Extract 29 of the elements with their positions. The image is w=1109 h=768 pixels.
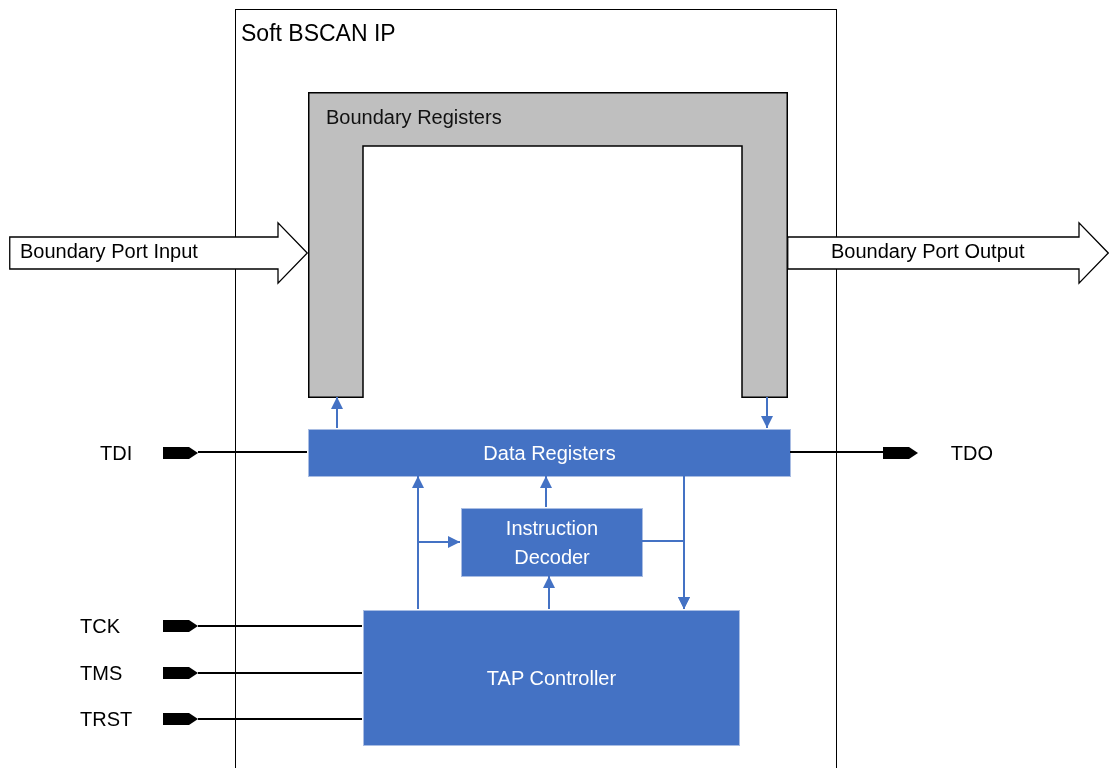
signal-label: TDI [100, 441, 133, 465]
arrow [543, 575, 555, 610]
process-box [308, 429, 791, 477]
box-label: Instruction Decoder [504, 515, 600, 570]
signal-line [197, 625, 363, 627]
port-label: Boundary Port Output [831, 240, 1025, 263]
arrow [540, 475, 552, 508]
arrow [331, 396, 343, 429]
signal-label: TMS [80, 661, 123, 685]
arrow [761, 396, 773, 429]
box-label: Data Registers [482, 440, 617, 466]
block-arrow [787, 222, 1109, 284]
register-label: Boundary Registers [326, 106, 502, 129]
signal-line [197, 672, 363, 674]
block-arrow [9, 222, 308, 284]
signal-label: TRST [80, 707, 133, 731]
port-label: Boundary Port Input [20, 240, 198, 263]
process-box [363, 610, 740, 746]
process-box [461, 508, 643, 577]
arrow [641, 540, 690, 610]
container-title: Soft BSCAN IP [241, 20, 396, 47]
signal-line [197, 718, 363, 720]
signal-line [197, 451, 308, 453]
signal-label: TCK [80, 614, 120, 638]
arrow [417, 536, 461, 610]
register-frame [308, 92, 788, 398]
signal-line [789, 451, 884, 453]
signal-label: TDO [950, 441, 993, 465]
box-label: TAP Controller [485, 665, 618, 691]
